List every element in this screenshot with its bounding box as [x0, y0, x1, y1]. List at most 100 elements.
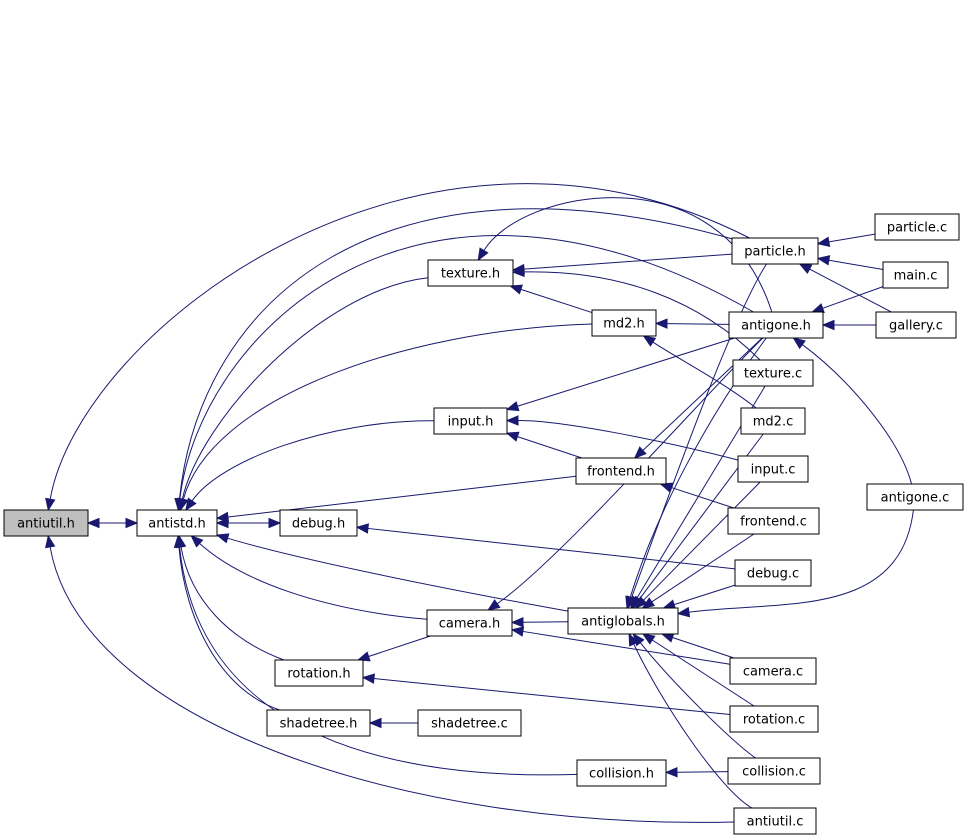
node-box [567, 607, 679, 635]
node-md2-c[interactable]: md2.c [740, 407, 806, 435]
edge-line [178, 208, 733, 500]
node-camera-c[interactable]: camera.c [729, 657, 817, 685]
node-input-h[interactable]: input.h [433, 407, 508, 435]
node-label: texture.c [744, 367, 802, 382]
node-collision-h[interactable]: collision.h [576, 759, 667, 787]
arrowhead [174, 534, 185, 548]
edge-antigone-h-to-frontend-h [633, 337, 763, 459]
node-gallery-c[interactable]: gallery.c [875, 311, 957, 339]
edge-line [828, 233, 876, 243]
arrowhead [361, 673, 375, 684]
node-collision-c[interactable]: collision.c [727, 757, 821, 785]
edge-antigone-h-to-md2-h [654, 318, 730, 329]
node-antigone-h[interactable]: antigone.h [728, 311, 824, 339]
node-box [417, 709, 522, 737]
arrowhead [626, 595, 637, 610]
node-label: md2.c [753, 415, 793, 430]
edge-line [517, 419, 739, 461]
edge-shadetree-h-to-antistd-h [173, 534, 280, 711]
node-rotation-h[interactable]: rotation.h [274, 659, 364, 687]
arrowhead [509, 284, 523, 295]
edge-frontend-h-to-input-h [505, 431, 583, 459]
edge-camera-c-to-antiglobals-h [660, 632, 735, 659]
node-antiutil-h[interactable]: antiutil.h [3, 509, 89, 537]
node-label: collision.c [742, 765, 806, 780]
node-label: input.h [448, 415, 494, 430]
arrowhead [642, 335, 657, 347]
arrowhead [505, 415, 519, 426]
node-label: rotation.h [287, 667, 350, 682]
edge-texture-c-to-texture-h [511, 266, 761, 361]
edge-line [642, 337, 763, 451]
node-antigone-c[interactable]: antigone.c [866, 483, 964, 511]
node-frontend-c[interactable]: frontend.c [727, 507, 820, 535]
edge-line [523, 253, 733, 270]
edge-shadetree-c-to-shadetree-h [368, 717, 418, 729]
edge-line [517, 337, 735, 407]
node-label: collision.h [589, 767, 654, 782]
arrowhead [792, 337, 806, 350]
edge-input-c-to-antiglobals-h [634, 481, 761, 609]
node-particle-h[interactable]: particle.h [731, 237, 819, 265]
edge-input-h-to-antistd-h [185, 420, 435, 512]
node-input-c[interactable]: input.c [737, 455, 809, 483]
edge-line [633, 643, 753, 809]
edge-antigone-c-to-antiglobals-h [676, 509, 914, 618]
node-box [732, 359, 814, 387]
node-texture-c[interactable]: texture.c [732, 359, 814, 387]
node-debug-h[interactable]: debug.h [279, 509, 358, 537]
edge-antiglobals-h-to-camera-h [510, 617, 569, 628]
edge-line [631, 263, 767, 598]
node-label: input.c [751, 463, 796, 478]
edge-antiutil-c-to-antiutil-h [45, 534, 735, 823]
edge-line [367, 527, 736, 570]
node-antistd-h[interactable]: antistd.h [136, 509, 218, 537]
node-label: texture.h [441, 267, 500, 282]
edge-md2-h-to-texture-h [509, 284, 593, 314]
edge-debug-c-to-debug-h [355, 523, 736, 570]
node-shadetree-c[interactable]: shadetree.c [417, 709, 522, 737]
edge-input-c-to-input-h [505, 415, 739, 461]
node-frontend-h[interactable]: frontend.h [575, 457, 667, 485]
node-antiutil-c[interactable]: antiutil.c [733, 807, 817, 835]
node-particle-c[interactable]: particle.c [874, 213, 960, 241]
edge-antiutil-h-to-antistd-h [88, 517, 139, 529]
node-texture-h[interactable]: texture.h [427, 259, 514, 287]
arrowhead [45, 534, 56, 549]
edge-line [178, 546, 280, 711]
edge-camera-c-to-camera-h [510, 626, 731, 665]
node-main-c[interactable]: main.c [882, 261, 949, 289]
node-antiglobals-h[interactable]: antiglobals.h [567, 607, 679, 635]
node-box [874, 213, 960, 241]
edge-line [666, 323, 730, 325]
arrowhead [505, 431, 520, 442]
node-camera-h[interactable]: camera.h [426, 609, 513, 637]
node-box [3, 509, 89, 537]
node-box [729, 705, 819, 733]
arrowhead [511, 266, 525, 278]
node-md2-h[interactable]: md2.h [591, 309, 657, 337]
node-box [266, 709, 371, 737]
node-rotation-c[interactable]: rotation.c [729, 705, 819, 733]
edge-line [49, 546, 735, 823]
edge-line [373, 678, 731, 716]
node-label: antistd.h [148, 517, 205, 532]
edge-line [676, 771, 729, 773]
arrowhead [816, 236, 831, 247]
edge-line [523, 271, 761, 361]
edge-line [199, 543, 428, 620]
arrowhead [633, 446, 647, 459]
node-box [427, 259, 514, 287]
node-label: antiglobals.h [581, 615, 665, 630]
edge-line [809, 268, 892, 313]
node-shadetree-h[interactable]: shadetree.h [266, 709, 371, 737]
node-box [728, 311, 824, 339]
node-debug-c[interactable]: debug.c [734, 559, 812, 587]
arrowhead [641, 633, 656, 645]
edge-line [828, 259, 884, 270]
node-label: particle.h [744, 245, 805, 260]
edge-antigone-h-to-antistd-h [174, 235, 754, 512]
edge-camera-h-to-antistd-h [190, 535, 428, 620]
node-box [433, 407, 508, 435]
